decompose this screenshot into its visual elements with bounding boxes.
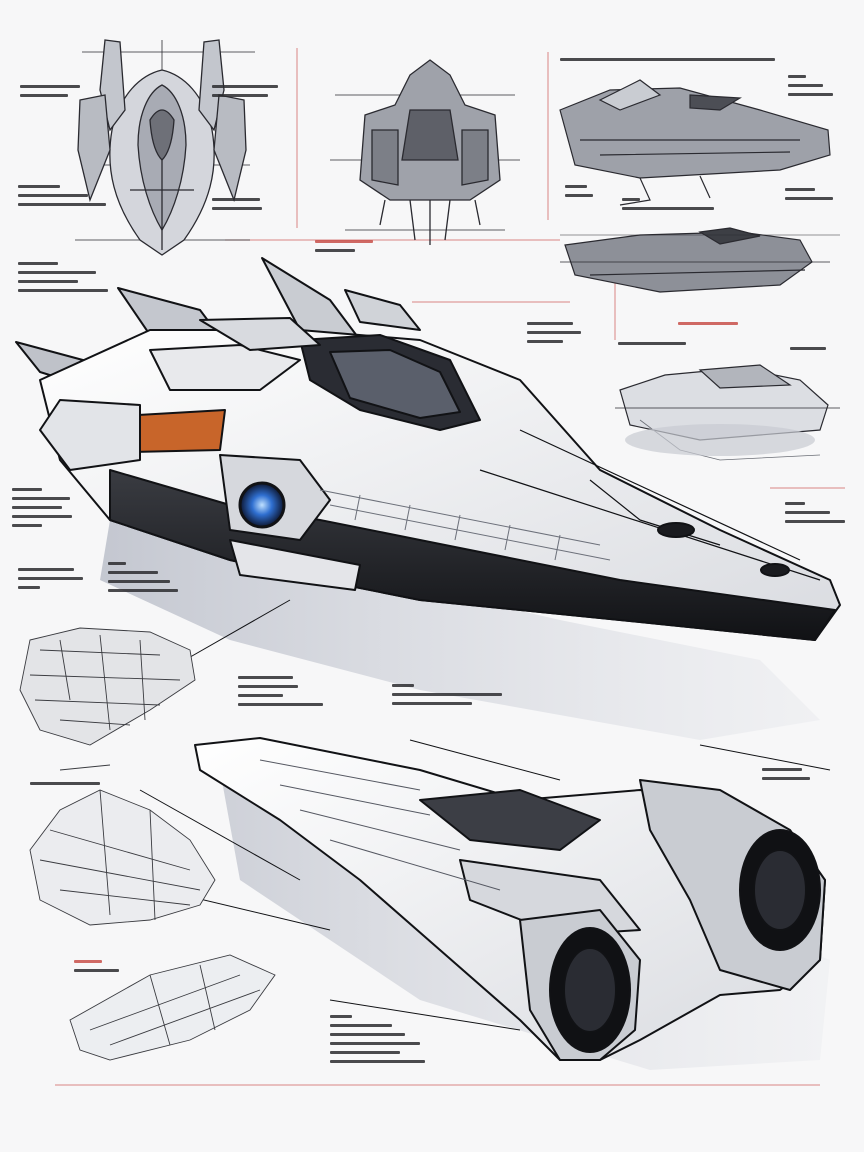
note-left-block [18, 262, 108, 298]
note-top-right-2 [788, 75, 833, 102]
note-right-red [678, 322, 738, 331]
note-bottom-center [330, 1015, 425, 1069]
note-left-bottom-red [74, 960, 119, 978]
orange-accent-panel [131, 409, 226, 453]
note-right-low [762, 768, 810, 786]
note-top-left-3 [18, 185, 108, 212]
note-center-mid [527, 322, 582, 349]
note-center-low [238, 676, 323, 712]
note-right-2 [618, 342, 688, 351]
note-right-mid [785, 188, 835, 206]
note-left-mid-2 [18, 568, 83, 595]
note-left-low [30, 782, 110, 791]
main-render [15, 257, 841, 661]
note-top-left [20, 85, 80, 103]
side-view-sketch [559, 79, 840, 461]
note-top-left-4 [212, 198, 262, 216]
note-side-small-2 [622, 198, 717, 216]
note-right-4 [785, 502, 845, 529]
note-side-small [565, 185, 595, 203]
thumbnail-sketches [19, 627, 276, 1061]
engine-glow [238, 481, 286, 529]
note-top-right [560, 58, 775, 67]
rear-render [119, 737, 831, 1061]
note-left-mid [12, 488, 72, 533]
note-center-low-2 [392, 684, 502, 711]
top-view-sketch [75, 39, 255, 256]
note-left-mid-3 [108, 562, 178, 598]
front-view-sketch [330, 59, 520, 245]
note-center-top [315, 240, 375, 258]
guide-lines [55, 48, 845, 1086]
note-right-3 [790, 347, 830, 356]
note-top-left-2 [212, 85, 278, 103]
